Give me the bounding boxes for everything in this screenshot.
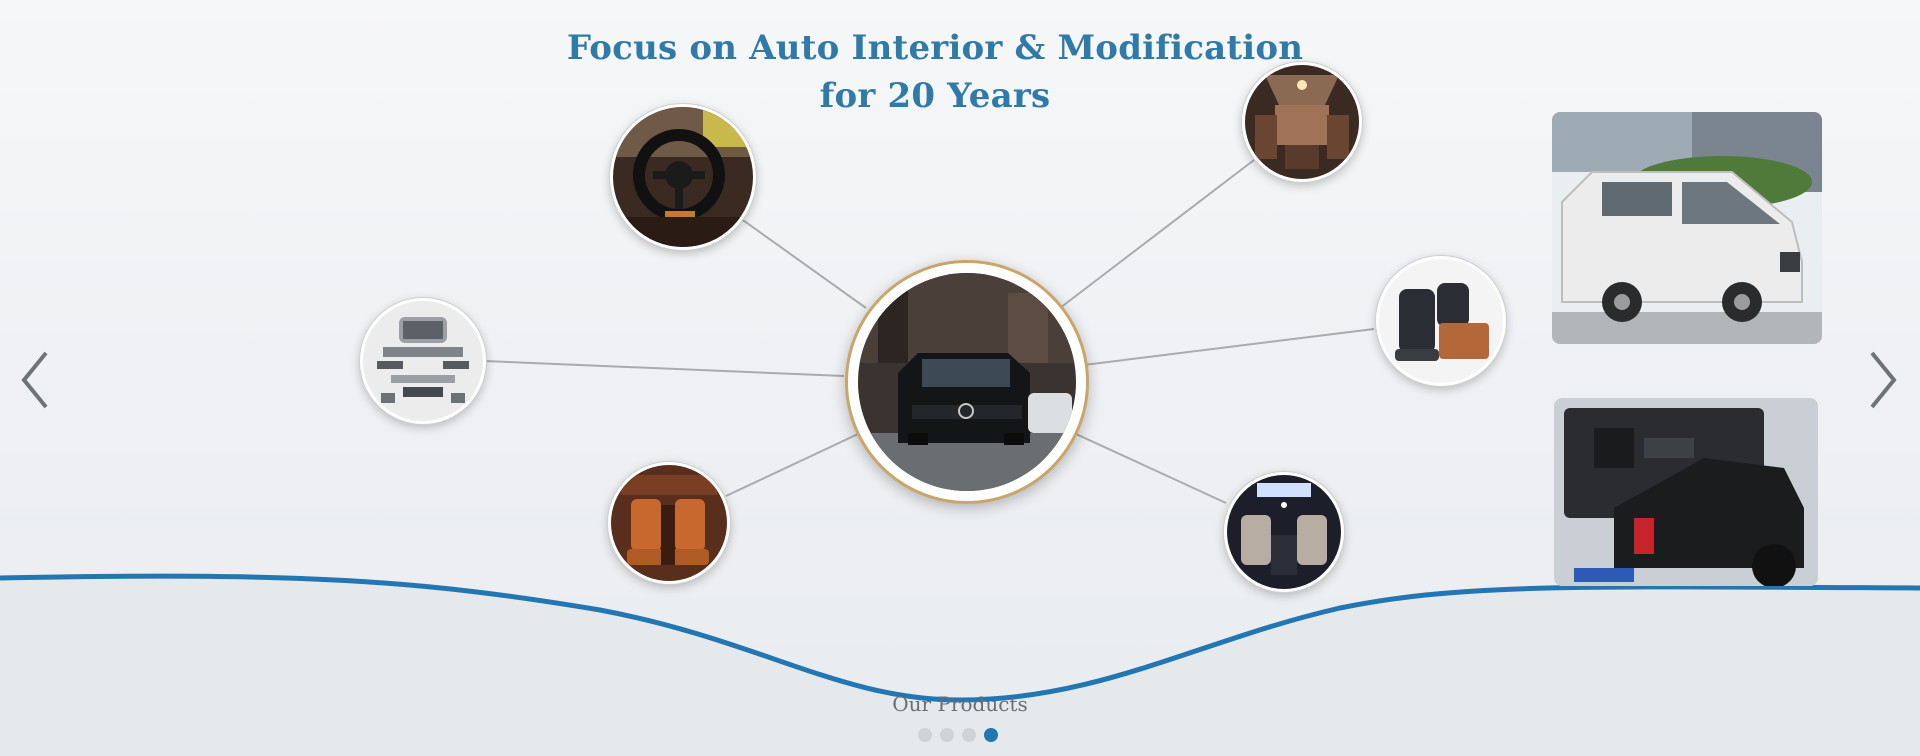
product-node-van-lounge[interactable] — [1242, 62, 1362, 182]
product-node-captain-seats[interactable] — [1376, 256, 1506, 386]
photo-black-pickup-camper[interactable] — [1554, 398, 1818, 586]
next-slide-button[interactable] — [1862, 345, 1902, 415]
pickup-camper-image — [1554, 398, 1818, 586]
captain-seats-image — [1379, 259, 1503, 383]
van-lounge-image — [1245, 65, 1359, 179]
product-node-starlight-interior[interactable] — [1224, 472, 1344, 592]
prev-slide-button[interactable] — [16, 345, 56, 415]
hub-van-image[interactable] — [845, 260, 1089, 504]
chevron-left-icon — [21, 351, 48, 409]
black-van-image — [858, 273, 1076, 491]
photo-white-sprinter-van[interactable] — [1552, 112, 1822, 344]
white-van-image — [1552, 112, 1822, 344]
product-node-bodykit[interactable] — [360, 298, 486, 424]
pagination-dot-2[interactable] — [940, 728, 954, 742]
page-title-line2: for 20 Years — [819, 76, 1051, 116]
pagination-dot-4[interactable] — [984, 728, 998, 742]
connector-lines — [483, 159, 1375, 504]
pagination-dot-3[interactable] — [962, 728, 976, 742]
section-label: Our Products — [892, 692, 1028, 716]
starlight-interior-image — [1227, 475, 1341, 589]
chevron-right-icon — [1870, 351, 1897, 409]
pagination-dot-1[interactable] — [918, 728, 932, 742]
leather-seats-image — [611, 465, 727, 581]
page-title: Focus on Auto Interior & Modification fo… — [560, 24, 1310, 120]
product-node-leather-seats[interactable] — [608, 462, 730, 584]
steering-wheel-image — [613, 107, 753, 247]
hub-van-photo — [858, 273, 1076, 491]
product-node-steering-wheel[interactable] — [610, 104, 756, 250]
page-title-line1: Focus on Auto Interior & Modification — [566, 28, 1304, 68]
bodykit-image — [363, 301, 483, 421]
slide-pagination — [918, 728, 998, 744]
